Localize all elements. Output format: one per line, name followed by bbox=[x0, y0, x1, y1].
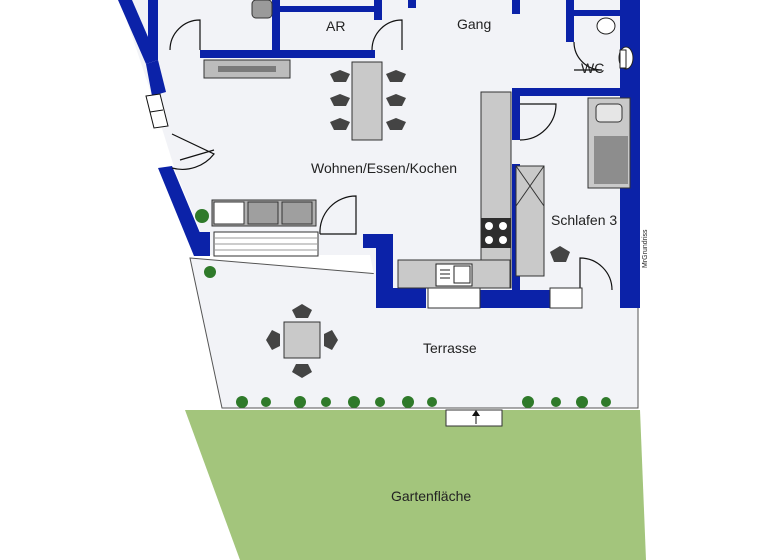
left-window bbox=[145, 93, 169, 129]
room-label-wohnen: Wohnen/Essen/Kochen bbox=[311, 160, 458, 176]
toilet bbox=[596, 17, 634, 70]
garden-area bbox=[185, 410, 646, 560]
sideboard bbox=[203, 59, 291, 79]
area-label-garten: Gartenfläche bbox=[391, 488, 472, 504]
room-label-gang: Gang bbox=[457, 16, 492, 32]
kitchen-sink bbox=[435, 263, 473, 287]
kitchen-counter bbox=[397, 91, 512, 289]
room-label-ar: AR bbox=[326, 18, 346, 34]
door-swings bbox=[169, 19, 613, 291]
dining-chairs bbox=[330, 70, 406, 130]
room-label-wc: WC bbox=[581, 60, 605, 76]
watermark: MrGrundriss bbox=[642, 229, 649, 268]
room-label-terrasse: Terrasse bbox=[423, 340, 477, 356]
bed bbox=[587, 97, 631, 189]
room-label-schlafen3: Schlafen 3 bbox=[551, 212, 618, 228]
door-thresholds bbox=[427, 287, 583, 309]
bedroom-chair bbox=[550, 246, 570, 262]
sofa bbox=[211, 199, 319, 257]
armchair-top bbox=[251, 0, 273, 19]
garden-steps bbox=[445, 409, 503, 427]
terrace-chairs bbox=[266, 304, 338, 378]
wardrobe bbox=[515, 165, 545, 277]
terrace-table bbox=[283, 321, 321, 359]
cooktop bbox=[481, 218, 511, 248]
dining-table bbox=[351, 61, 383, 141]
plants bbox=[195, 209, 611, 408]
